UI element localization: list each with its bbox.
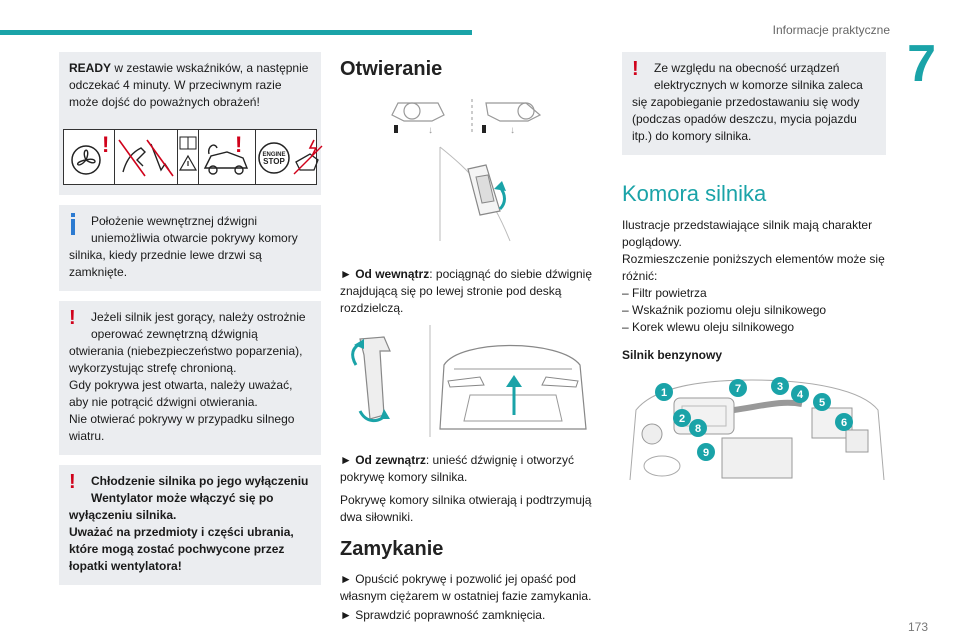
callout-9 xyxy=(697,443,715,461)
warning-pictogram-strip: ! xyxy=(59,121,323,195)
fan-line-1: Chłodzenie silnika po jego wyłączeniu xyxy=(91,474,309,488)
electrical-warning-box: ! Ze względu na obecność urządzeń elektr… xyxy=(622,52,886,155)
hot-engine-para-2: Gdy pokrywa jest otwarta, należy uważać,… xyxy=(69,378,293,409)
section-title-engine-bay: Komora silnika xyxy=(622,181,767,206)
section-title-open: Otwieranie xyxy=(340,58,443,80)
list-item-oil-cap: – Korek wlewu oleju silnikowego xyxy=(622,320,795,334)
hot-engine-line-1: Jeżeli silnik jest gorący, należy ostroż… xyxy=(91,310,306,324)
hot-engine-para-3: Nie otwierać pokrywy w przypadku silnego… xyxy=(69,412,295,443)
column-middle: Otwieranie ↓ ↓ ► Od wewnąt xyxy=(340,52,602,630)
callout-2 xyxy=(673,409,691,427)
header-accent-bar xyxy=(0,30,472,35)
page-header-title: Informacje praktyczne xyxy=(772,23,890,37)
electrical-line-1: Ze względu na obecność urządzeń xyxy=(654,61,840,75)
callout-3 xyxy=(771,377,789,395)
outside-open-text: ► Od zewnątrz: unieść dźwignię i otworzy… xyxy=(340,453,574,484)
info-line-2: uniemożliwia otwarcie pokrywy komory sil… xyxy=(69,231,298,279)
callout-label-8: 8 xyxy=(695,423,701,435)
fan-line-2: Wentylator może włączyć się po wyłączeni… xyxy=(69,491,274,522)
column-left: READY w zestawie wskaźników, a następnie… xyxy=(59,52,323,595)
hot-engine-icon: ! xyxy=(199,130,256,184)
right-hand-drive-icon: ↓ xyxy=(482,102,542,136)
fan-warning-icon: ! xyxy=(64,130,115,184)
engine-stop-label-2: STOP xyxy=(263,157,285,166)
engine-bay-intro: Ilustracje przedstawiające silnik mają c… xyxy=(622,218,873,249)
ready-note-text: w zestawie wskaźników, a następnie odcze… xyxy=(69,61,309,109)
svg-text:↓: ↓ xyxy=(428,125,433,136)
engine-stop-icon: ENGINE STOP xyxy=(256,130,326,184)
engine-stop-label-1: ENGINE xyxy=(262,152,285,158)
close-step-2: ► Sprawdzić poprawność zamknięcia. xyxy=(340,608,546,622)
list-item-air-filter: – Filtr powietrza xyxy=(622,286,707,300)
svg-text:!: ! xyxy=(102,134,109,157)
engine-bay-note: Rozmieszczenie poniższych elementów może… xyxy=(622,252,885,283)
outside-lever-illustration xyxy=(340,325,602,442)
callout-label-7: 7 xyxy=(735,383,741,395)
inside-open-text: ► Od wewnątrz: pociągnąć do siebie dźwig… xyxy=(340,267,593,315)
callout-7 xyxy=(729,379,747,397)
close-step-1: ► Opuścić pokrywę i pozwolić jej opaść p… xyxy=(340,572,592,603)
callout-6 xyxy=(835,413,853,431)
ready-note-box: READY w zestawie wskaźników, a następnie… xyxy=(59,52,321,121)
callout-label-9: 9 xyxy=(703,447,709,459)
chapter-number: 7 xyxy=(907,35,936,93)
hot-engine-line-2: operować zewnętrzną dźwignią otwierania … xyxy=(69,327,303,375)
svg-text:↓: ↓ xyxy=(510,125,515,136)
callout-label-6: 6 xyxy=(841,417,847,429)
page-number: 173 xyxy=(907,620,928,634)
column-right: ! Ze względu na obecność urządzeń elektr… xyxy=(622,52,886,505)
info-icon xyxy=(71,213,75,235)
svg-text:!: ! xyxy=(235,134,242,157)
warning-icon: ! xyxy=(69,307,76,329)
left-hand-drive-icon: ↓ xyxy=(391,102,445,136)
fan-warning-box: ! Chłodzenie silnika po jego wyłączeniu … xyxy=(59,465,321,585)
callout-label-1: 1 xyxy=(661,387,667,399)
info-line-1: Położenie wewnętrznej dźwigni xyxy=(91,214,258,228)
callout-label-2: 2 xyxy=(679,413,685,425)
ready-label: READY xyxy=(69,61,112,75)
hot-engine-warning-box: ! Jeżeli silnik jest gorący, należy ostr… xyxy=(59,301,321,455)
callout-4 xyxy=(791,385,809,403)
manual-warning-icon xyxy=(178,130,199,184)
warning-icon: ! xyxy=(69,471,76,493)
petrol-engine-heading: Silnik benzynowy xyxy=(622,348,723,362)
callout-label-5: 5 xyxy=(819,397,825,409)
callout-1 xyxy=(655,383,673,401)
struts-text: Pokrywę komory silnika otwierają i podtr… xyxy=(340,493,592,524)
info-note-box: Położenie wewnętrznej dźwigni uniemożliw… xyxy=(59,205,321,291)
callout-5 xyxy=(813,393,831,411)
electrical-line-2: elektrycznych w komorze silnika zaleca s… xyxy=(632,78,863,143)
callout-label-3: 3 xyxy=(777,381,783,393)
section-title-close: Zamykanie xyxy=(340,538,444,560)
hand-fan-icon xyxy=(115,130,178,184)
engine-callouts: 1 2 3 4 5 6 7 89 xyxy=(655,377,853,461)
callout-label-4: 4 xyxy=(797,389,804,401)
list-item-dipstick: – Wskaźnik poziomu oleju silnikowego xyxy=(622,303,827,317)
warning-icon: ! xyxy=(632,58,639,80)
fan-para-2: Uważać na przedmioty i części ubrania, k… xyxy=(69,525,294,573)
inside-lever-illustration: ↓ ↓ xyxy=(340,91,602,256)
callout-8 xyxy=(689,419,707,437)
